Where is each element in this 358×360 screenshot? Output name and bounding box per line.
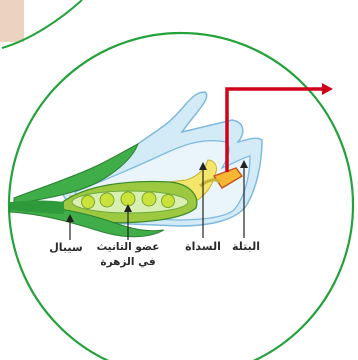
- label-sepal: سيبال: [49, 241, 82, 254]
- corner-tab: [0, 0, 24, 42]
- ovule: [100, 193, 114, 207]
- ovule: [82, 196, 95, 209]
- label-petal: البتلة: [232, 240, 260, 253]
- ovule: [121, 192, 135, 206]
- label-stigma: السداة: [185, 240, 221, 253]
- pointer-arrowhead: [322, 83, 333, 95]
- label-female-organ-line2: في الزهرة: [100, 256, 155, 268]
- ovule: [162, 195, 175, 208]
- label-female-organ-line1: عضو التانيث: [97, 241, 160, 253]
- ovule: [142, 192, 156, 206]
